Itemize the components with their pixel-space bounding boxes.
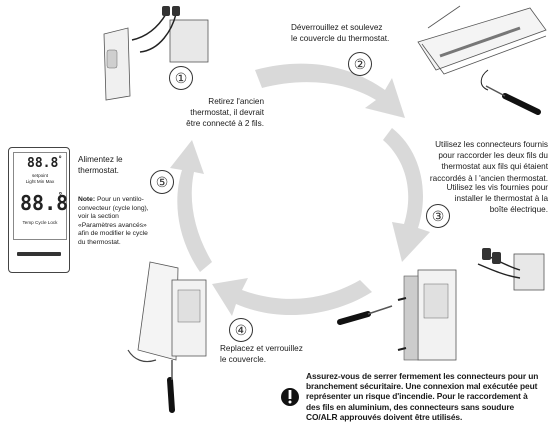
lcd-setpoint-label: setpoint bbox=[14, 173, 66, 178]
old-thermostat-illustration bbox=[104, 6, 208, 100]
step-3-text-screws: Utilisez les vis fournies pour installer… bbox=[408, 182, 548, 216]
step-number-2: ② bbox=[348, 52, 372, 76]
close-cover-illustration bbox=[128, 262, 206, 410]
lcd-mode-label: Light Min Max bbox=[14, 179, 66, 184]
step-3-text-connectors: Utilisez les connecteurs fournis pour ra… bbox=[398, 139, 548, 184]
lcd-top-digits: 88.8 bbox=[27, 156, 58, 171]
step-5-text: Alimentez le thermostat. bbox=[78, 154, 148, 176]
lcd-bottom-label: Temp Cycle Lock bbox=[14, 220, 66, 225]
step-number-4: ④ bbox=[229, 318, 253, 342]
warning-text: Assurez-vous de serrer fermement les con… bbox=[306, 371, 550, 422]
open-thermostat-illustration bbox=[418, 6, 546, 112]
install-thermostat-illustration bbox=[340, 248, 544, 360]
lcd-screen: 88.8 ° setpoint Light Min Max 88.8 ° Tem… bbox=[13, 152, 67, 240]
step-2-text: Déverrouillez et soulevez le couvercle d… bbox=[291, 22, 421, 44]
thermostat-display: 88.8 ° setpoint Light Min Max 88.8 ° Tem… bbox=[8, 147, 70, 273]
display-button-bar bbox=[17, 252, 61, 256]
step-1-text: Retirez l'ancien thermostat, il devrait … bbox=[162, 96, 264, 130]
note-body: Pour un ventilo- convecteur (cycle long)… bbox=[78, 196, 149, 246]
arrow-3-to-4 bbox=[212, 278, 372, 316]
step-4-text: Replacez et verrouillez le couvercle. bbox=[220, 343, 330, 365]
note-text: Note: Pour un ventilo- convecteur (cycle… bbox=[78, 196, 178, 248]
step-number-5: ⑤ bbox=[150, 170, 174, 194]
step-number-1: ① bbox=[169, 66, 193, 90]
lcd-big-unit: ° bbox=[58, 191, 63, 200]
note-label: Note: bbox=[78, 196, 95, 203]
arrow-1-to-2 bbox=[255, 64, 405, 118]
exclamation-icon bbox=[281, 388, 299, 406]
lcd-top-unit: ° bbox=[58, 155, 62, 163]
